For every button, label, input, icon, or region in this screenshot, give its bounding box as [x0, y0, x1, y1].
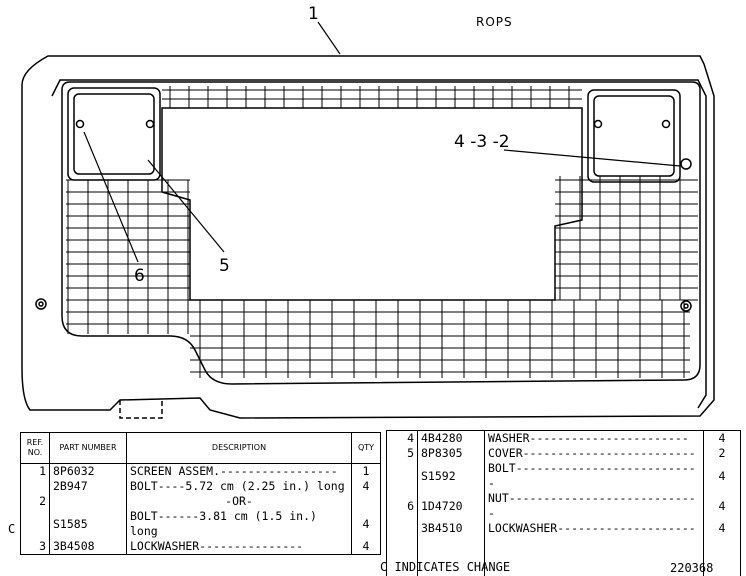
row-qty: 4: [362, 479, 370, 493]
table-row-blank: [386, 536, 741, 576]
cover-bolt: [661, 119, 671, 129]
row-part-number: 3B4508: [49, 539, 127, 555]
panel-outline: [21, 55, 715, 419]
table-row: 2B947 BOLT----5.72 cm (2.25 in.) long 4: [20, 479, 381, 494]
row-ref: [386, 461, 418, 491]
callout-1: 1: [308, 4, 319, 24]
callout-6: 6: [134, 266, 145, 286]
row-description: -OR-: [126, 494, 352, 509]
row-description: BOLT----5.72 cm (2.25 in.) long: [126, 479, 352, 494]
row-qty: 4: [362, 539, 370, 553]
screen-frame: [61, 81, 701, 385]
row-part-number: [417, 536, 485, 576]
row-qty: [352, 494, 381, 509]
mount-hole-top-right: [680, 158, 692, 170]
cover-right-inner: [593, 95, 675, 177]
row-description: COVER-------------------------: [484, 446, 704, 461]
row-ref: [386, 521, 418, 536]
row-description: BOLT------3.81 cm (1.5 in.) long: [126, 509, 352, 539]
table-header-row: REF. NO. PART NUMBER DESCRIPTION QTY: [20, 432, 381, 464]
cover-bolt: [593, 119, 603, 129]
drawing-number: 220368: [670, 561, 714, 575]
cover-left-inner: [73, 93, 155, 175]
panel-inner-outline: [51, 79, 707, 409]
change-marker: C: [8, 522, 16, 536]
row-ref: [20, 509, 50, 539]
mount-hole-right-inner: [683, 303, 689, 309]
row-description: LOCKWASHER--------------------: [484, 521, 704, 536]
diagram-title: ROPS: [476, 15, 513, 29]
callout-4-3-2: 4 -3 -2: [454, 132, 510, 152]
row-ref: 5: [386, 446, 418, 461]
table-row: 5 8P8305 COVER------------------------- …: [386, 446, 741, 461]
header-part-number: PART NUMBER: [49, 432, 127, 464]
rops-screen-drawing: [21, 21, 715, 419]
handle-outline: [119, 400, 163, 419]
row-part-number: 8P8305: [417, 446, 485, 461]
header-ref-no: REF. NO.: [20, 432, 50, 464]
cover-bolt: [145, 119, 155, 129]
row-ref: [20, 479, 50, 494]
parts-table-right: 4 4B4280 WASHER----------------------- 4…: [386, 430, 741, 576]
leader-lines: [83, 21, 681, 263]
header-qty: QTY: [351, 432, 381, 464]
mount-hole-left: [35, 298, 47, 310]
row-part-number: S1592: [417, 461, 485, 491]
table-row: 3B4510 LOCKWASHER-------------------- 4: [386, 521, 741, 536]
row-description: SCREEN ASSEM.-----------------: [126, 463, 352, 479]
row-ref: [386, 536, 418, 576]
row-part-number: 1D4720: [417, 491, 485, 521]
row-qty: 4: [718, 498, 726, 513]
row-ref: 4: [386, 430, 418, 446]
row-description: WASHER-----------------------: [484, 430, 704, 446]
row-part-number: 3B4510: [417, 521, 485, 536]
row-ref: 2: [20, 494, 50, 509]
row-description: NUT----------------------------: [484, 491, 704, 521]
table-row: 2 -OR-: [20, 494, 381, 509]
row-description: [484, 536, 704, 576]
row-ref: 3: [20, 539, 50, 555]
header-description: DESCRIPTION: [126, 432, 352, 464]
row-qty: 4: [362, 516, 370, 531]
row-ref: 6: [386, 491, 418, 521]
row-qty: 4: [718, 521, 726, 535]
table-row: S1592 BOLT--------------------------- 4: [386, 461, 741, 491]
table-row: S1585 BOLT------3.81 cm (1.5 in.) long 4: [20, 509, 381, 539]
cover-right-outer: [587, 89, 681, 183]
cover-bolt: [75, 119, 85, 129]
row-description: BOLT---------------------------: [484, 461, 704, 491]
row-qty: 4: [718, 468, 726, 483]
mount-hole-left-inner: [38, 301, 44, 307]
row-ref: 1: [20, 463, 50, 479]
row-description: LOCKWASHER---------------: [126, 539, 352, 555]
cover-left-outer: [67, 87, 161, 181]
row-part-number: 2B947: [49, 479, 127, 494]
table-row: 1 8P6032 SCREEN ASSEM.----------------- …: [20, 463, 381, 479]
callout-5: 5: [219, 256, 230, 276]
row-qty: 4: [718, 431, 726, 445]
table-row: 4 4B4280 WASHER----------------------- 4: [386, 430, 741, 446]
table-row: 6 1D4720 NUT----------------------------…: [386, 491, 741, 521]
change-note: C INDICATES CHANGE: [380, 560, 511, 574]
screen-grid: [66, 86, 698, 378]
row-part-number: 4B4280: [417, 430, 485, 446]
row-qty: 2: [718, 446, 726, 460]
parts-table-left: REF. NO. PART NUMBER DESCRIPTION QTY 1 8…: [20, 432, 381, 555]
row-part-number: S1585: [49, 509, 127, 539]
mount-hole-right: [680, 300, 692, 312]
row-part-number: [49, 494, 127, 509]
table-row: 3 3B4508 LOCKWASHER--------------- 4: [20, 539, 381, 555]
row-part-number: 8P6032: [49, 463, 127, 479]
row-qty: 1: [362, 464, 370, 478]
